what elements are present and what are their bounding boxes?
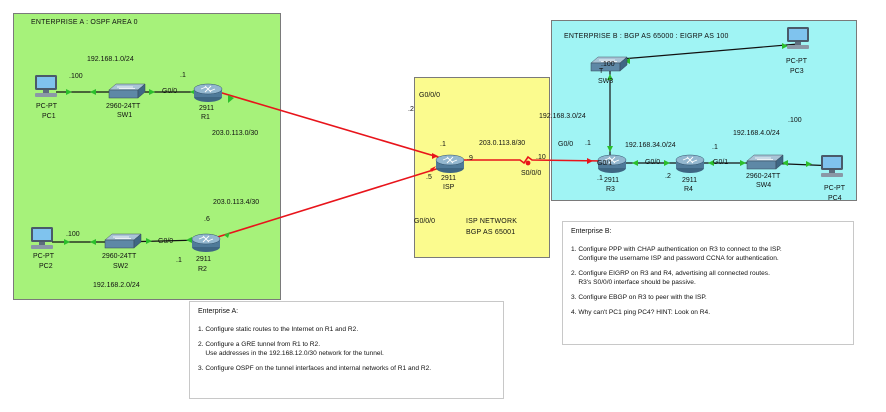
link-r1-isp [211,89,449,161]
enterprise-b-notes: Enterprise B: 1. Configure PPP with CHAP… [562,221,854,345]
sw1-name-label: SW1 [117,112,133,119]
sw1-model-label: 2960-24TT [106,103,141,110]
pc4-type-label: PC-PT [824,185,845,192]
enterprise-a-title: ENTERPRISE A : OSPF AREA 0 [31,19,138,26]
pc4-icon[interactable] [821,155,843,177]
r1-wan-host-label: .2 [408,106,414,113]
r4-g01-host-label: .1 [712,144,718,151]
net-a2-label: 192.168.2.0/24 [93,282,140,289]
enterprise-a-notes-heading: Enterprise A: [198,308,239,315]
r3-g01-label: G0/1 [597,160,613,167]
sw3-host-label: .100 [601,61,615,68]
r3-g00-host-label: .1 [585,140,591,147]
r2-g00-label: G0/0 [158,238,174,245]
sw1-icon[interactable] [108,83,146,99]
pc1-name-label: PC1 [42,113,56,120]
pc4-name-label: PC4 [828,195,842,202]
enterprise-b-note-1: 1. Configure PPP with CHAP authenticatio… [571,246,782,262]
pc4-host-label: .100 [788,117,802,124]
r3-wan-host-label: .10 [536,154,546,161]
port-indicators [64,43,812,245]
isp-name-label: ISP [443,184,455,191]
sw2-model-label: 2960-24TT [102,253,137,260]
r1-router-icon[interactable] [193,83,223,103]
pc2-type-label: PC-PT [33,253,54,260]
r4-g00-host-label: .2 [665,173,671,180]
r2-lan-host-label: .1 [176,257,182,264]
r1-lan-host-label: .1 [180,72,186,79]
enterprise-b-note-3: 3. Configure EBGP on R3 to peer with the… [571,294,707,301]
isp-router-icon[interactable] [435,154,465,174]
pc3-type-label: PC-PT [786,58,807,65]
sw4-name-label: SW4 [756,182,772,189]
r4-g00-label: G0/0 [645,159,661,166]
pc2-icon[interactable] [31,227,53,249]
net-b34-label: 192.168.34.0/24 [625,142,676,149]
sw2-icon[interactable] [104,233,142,249]
pc2-host-label: .100 [66,231,80,238]
r3-g01-host-label: .1 [597,175,603,182]
sw3-model-label: T [599,68,604,75]
isp-g000-bottom-label: G0/0/0 [414,218,436,225]
isp-title-line2: BGP AS 65001 [466,229,516,236]
enterprise-a-note-1: 1. Configure static routes to the Intern… [198,326,359,333]
isp-g000-top-label: G0/0/0 [419,92,441,99]
pc1-type-label: PC-PT [36,103,57,110]
r2-router-icon[interactable] [191,233,221,253]
isp-host-r3-label: .9 [467,155,473,162]
enterprise-b-note-2: 2. Configure EIGRP on R3 and R4, adverti… [571,270,770,286]
port-pc1 [66,89,72,95]
isp-title-line1: ISP NETWORK [466,218,518,225]
r1-wan-net-label: 203.0.113.0/30 [212,130,259,137]
r4-name-label: R4 [684,186,693,193]
link-sw3-pc3 [609,43,799,61]
r2-model-label: 2911 [196,256,212,263]
enterprise-a-note-2: 2. Configure a GRE tunnel from R1 to R2.… [198,341,384,357]
isp-host-r2-label: .5 [426,174,432,181]
r3-name-label: R3 [606,186,615,193]
pc1-icon[interactable] [35,75,57,97]
pc3-icon[interactable] [787,27,809,49]
pc1-host-label: .100 [69,73,83,80]
pc2-name-label: PC2 [39,263,53,270]
isp-host-r1-label: .1 [440,141,446,148]
sw4-icon[interactable] [746,154,784,170]
pc3-name-label: PC3 [790,68,804,75]
link-isp-r3 [452,155,605,165]
sw3-name-label: SW3 [598,78,614,85]
enterprise-a-note-3: 3. Configure OSPF on the tunnel interfac… [198,365,432,372]
r2-wan-host-label: .6 [204,216,210,223]
net-b4-label: 192.168.4.0/24 [733,130,780,137]
enterprise-a-zone [13,13,281,300]
enterprise-b-title: ENTERPRISE B : BGP AS 65000 : EIGRP AS 1… [564,33,729,40]
r4-router-icon[interactable] [675,154,705,174]
enterprise-b-note-4: 4. Why can't PC1 ping PC4? HINT: Look on… [571,309,711,316]
wan-links [207,89,605,241]
r3-g00-label: G0/0 [558,141,574,148]
net-b3-label: 192.168.3.0/24 [539,113,586,120]
r3-model-label: 2911 [604,177,620,184]
link-r2-isp [207,165,447,241]
net-a1-label: 192.168.1.0/24 [87,56,134,63]
isp-model-label: 2911 [441,175,457,182]
r2-name-label: R2 [198,266,207,273]
sw4-model-label: 2960-24TT [746,173,781,180]
sw2-name-label: SW2 [113,263,129,270]
isp-s000-label: S0/0/0 [521,170,542,177]
r1-name-label: R1 [201,114,210,121]
r4-model-label: 2911 [682,177,698,184]
enterprise-b-notes-heading: Enterprise B: [571,228,612,235]
enterprise-a-notes: Enterprise A: 1. Configure static routes… [189,301,504,399]
isp-r3-net-label: 203.0.113.8/30 [479,140,526,147]
r1-model-label: 2911 [199,105,215,112]
r2-wan-net-label: 203.0.113.4/30 [213,199,260,206]
r1-g00-label: G0/0 [162,88,178,95]
r4-g01-label: G0/1 [713,159,729,166]
